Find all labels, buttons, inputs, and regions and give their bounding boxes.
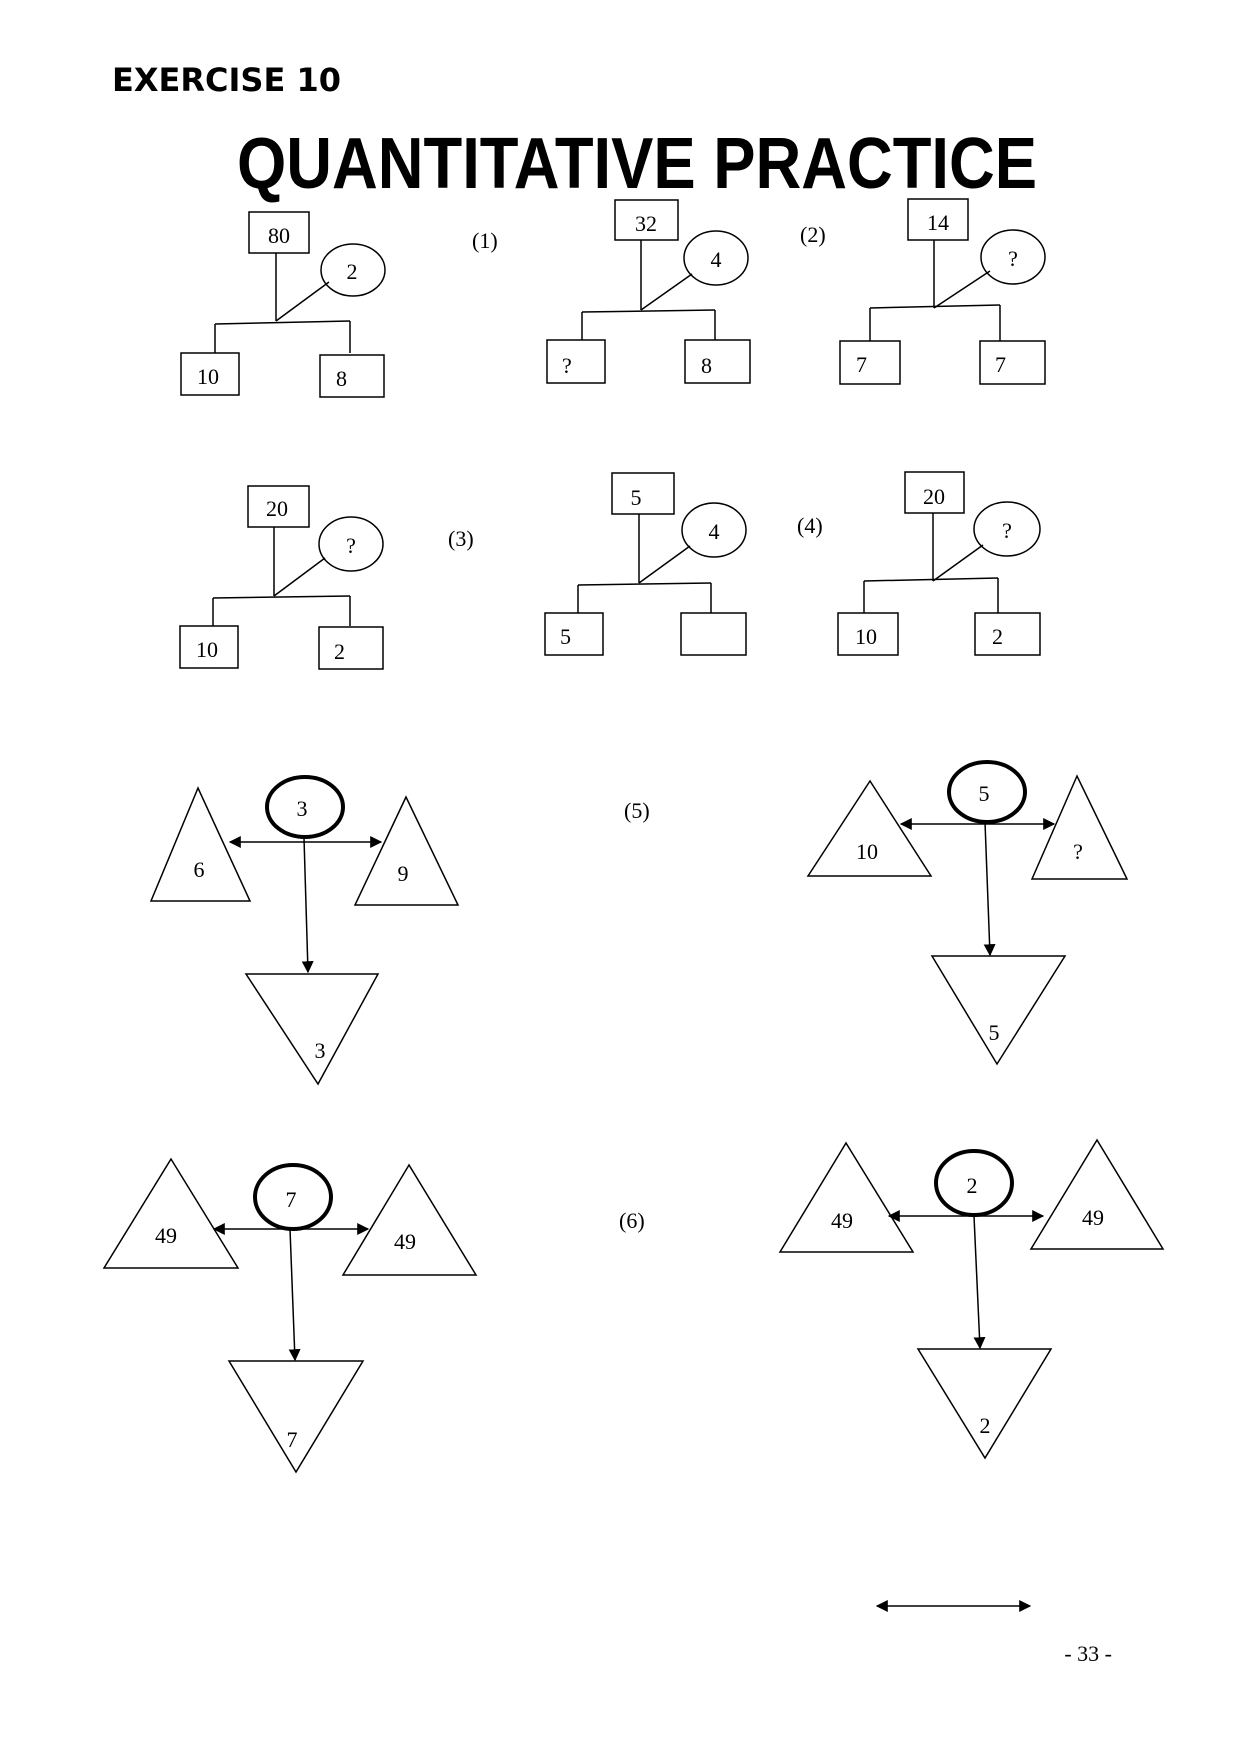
operator-circle bbox=[683, 230, 749, 286]
tree-diagram-2 bbox=[546, 199, 751, 384]
operator-circle bbox=[320, 243, 386, 297]
tree-2-top-value: 32 bbox=[635, 211, 657, 236]
tree-diagram-6 bbox=[837, 471, 1041, 656]
tree-5-left-value: 5 bbox=[560, 624, 571, 649]
top-box bbox=[904, 471, 965, 514]
left-box bbox=[180, 352, 240, 396]
question-label-2: (2) bbox=[800, 222, 826, 247]
tree-diagram-1 bbox=[180, 211, 386, 398]
right-box bbox=[318, 626, 384, 670]
triangle-2-left-value: 10 bbox=[856, 839, 878, 864]
question-label-1: (1) bbox=[472, 228, 498, 253]
tree-3-left-value: 7 bbox=[856, 352, 867, 377]
operator-circle bbox=[318, 516, 384, 572]
top-box bbox=[614, 199, 679, 241]
triangle-4-bottom-value: 2 bbox=[980, 1413, 991, 1438]
tree-3-right-value: 7 bbox=[995, 352, 1006, 377]
operator-circle bbox=[973, 501, 1041, 557]
right-triangle bbox=[353, 795, 460, 906]
question-label-6: (6) bbox=[619, 1208, 645, 1233]
top-box bbox=[907, 198, 969, 241]
right-box bbox=[319, 354, 385, 398]
triangle-1-left-value: 6 bbox=[194, 857, 205, 882]
right-box bbox=[684, 339, 751, 384]
tree-6-left-value: 10 bbox=[855, 624, 877, 649]
triangle-3-left-value: 49 bbox=[155, 1223, 177, 1248]
question-label-5: (5) bbox=[624, 798, 650, 823]
triangle-2-bottom-value: 5 bbox=[989, 1020, 1000, 1045]
tree-4-right-value: 2 bbox=[334, 639, 345, 664]
right-box bbox=[974, 612, 1041, 656]
tree-3-circle-value: ? bbox=[1008, 246, 1018, 271]
triangle-1-bottom-value: 3 bbox=[315, 1038, 326, 1063]
triangle-3-bottom-value: 7 bbox=[287, 1427, 298, 1452]
tree-6-circle-value: ? bbox=[1002, 518, 1012, 543]
right-box bbox=[979, 340, 1046, 385]
tree-diagram-4 bbox=[179, 485, 384, 670]
right-box bbox=[680, 612, 747, 656]
page-title: QUANTITATIVE PRACTICE bbox=[237, 124, 1037, 204]
triangle-1-center-value: 3 bbox=[297, 796, 308, 821]
operator-circle bbox=[980, 229, 1046, 285]
left-box bbox=[546, 339, 606, 384]
triangle-diagram-3 bbox=[102, 1157, 478, 1474]
left-box bbox=[544, 612, 604, 656]
top-box bbox=[248, 211, 310, 254]
tree-4-left-value: 10 bbox=[196, 637, 218, 662]
tree-4-circle-value: ? bbox=[346, 533, 356, 558]
tree-2-circle-value: 4 bbox=[711, 247, 722, 272]
tree-1-circle-value: 2 bbox=[347, 259, 358, 284]
right-triangle bbox=[341, 1163, 478, 1276]
triangle-2-right-value: ? bbox=[1073, 839, 1083, 864]
tree-1-top-value: 80 bbox=[268, 223, 290, 248]
left-triangle bbox=[102, 1157, 240, 1269]
triangle-diagram-4 bbox=[778, 1138, 1165, 1460]
triangle-4-center-value: 2 bbox=[967, 1173, 978, 1198]
triangle-2-center-value: 5 bbox=[979, 781, 990, 806]
tree-1-right-value: 8 bbox=[336, 366, 347, 391]
triangle-1-right-value: 9 bbox=[398, 861, 409, 886]
left-box bbox=[179, 625, 239, 669]
tree-2-left-value: ? bbox=[562, 353, 572, 378]
question-label-4: (4) bbox=[797, 513, 823, 538]
bottom-triangle bbox=[930, 955, 1067, 1066]
tree-5-circle-value: 4 bbox=[709, 519, 720, 544]
triangle-4-left-value: 49 bbox=[831, 1208, 853, 1233]
left-box bbox=[837, 612, 899, 656]
tree-6-top-value: 20 bbox=[923, 484, 945, 509]
operator-circle bbox=[681, 502, 747, 558]
bottom-triangle bbox=[227, 1360, 365, 1474]
page-number: - 33 - bbox=[1064, 1641, 1112, 1666]
top-box bbox=[611, 472, 675, 515]
left-triangle bbox=[149, 786, 252, 902]
tree-diagram-3 bbox=[839, 198, 1046, 385]
tree-3-top-value: 14 bbox=[927, 210, 949, 235]
triangle-3-center-value: 7 bbox=[286, 1187, 297, 1212]
question-label-3: (3) bbox=[448, 526, 474, 551]
bottom-triangle bbox=[916, 1348, 1053, 1460]
tree-4-top-value: 20 bbox=[266, 496, 288, 521]
triangle-diagram-1 bbox=[149, 775, 460, 1086]
tree-diagram-5 bbox=[544, 472, 747, 656]
left-triangle bbox=[778, 1141, 915, 1253]
triangle-4-right-value: 49 bbox=[1082, 1205, 1104, 1230]
triangle-diagram-2 bbox=[806, 760, 1129, 1066]
tree-2-right-value: 8 bbox=[701, 353, 712, 378]
tree-1-left-value: 10 bbox=[197, 364, 219, 389]
exercise-heading: EXERCISE 10 bbox=[112, 61, 341, 99]
bottom-triangle bbox=[244, 973, 380, 1086]
top-box bbox=[247, 485, 310, 528]
right-triangle bbox=[1029, 1138, 1165, 1250]
tree-6-right-value: 2 bbox=[992, 624, 1003, 649]
tree-5-top-value: 5 bbox=[631, 485, 642, 510]
left-box bbox=[839, 340, 901, 385]
triangle-3-right-value: 49 bbox=[394, 1229, 416, 1254]
